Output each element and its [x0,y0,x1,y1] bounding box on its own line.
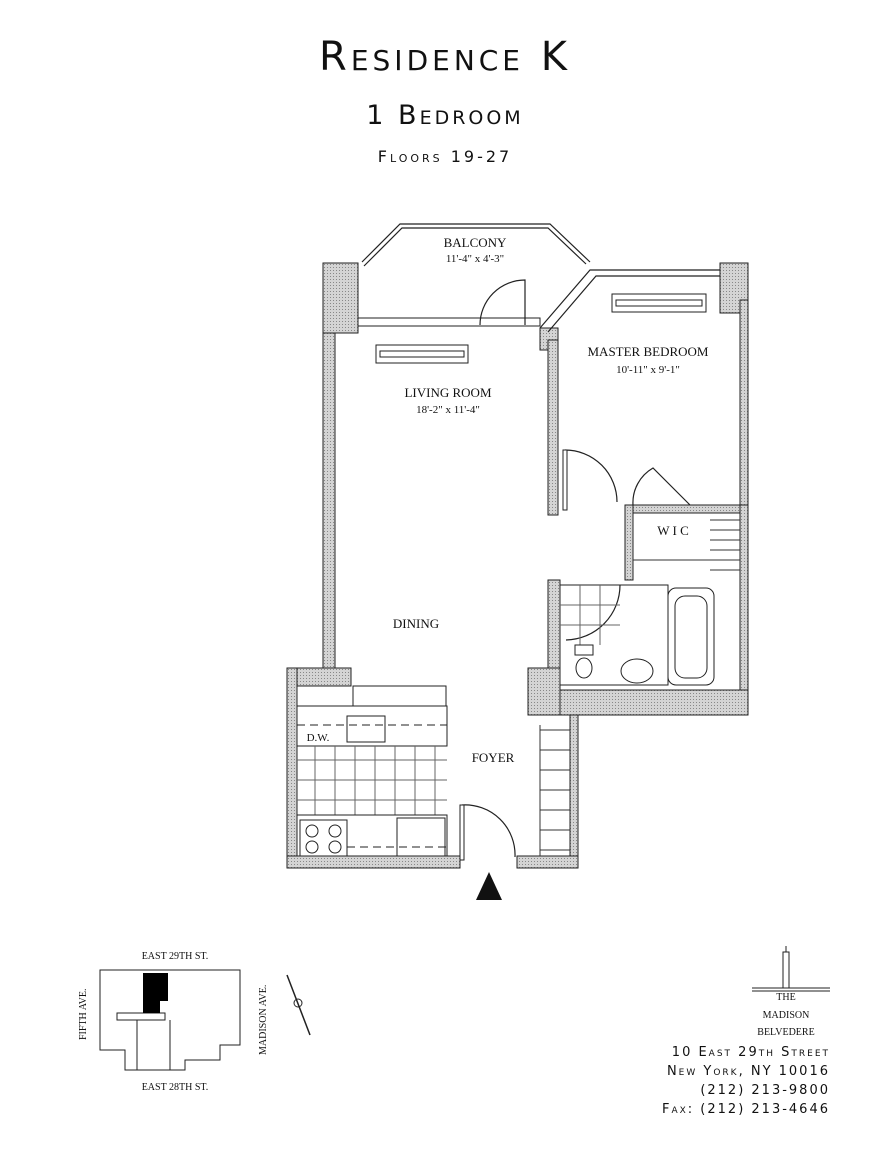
north-street-label: EAST 29TH ST. [142,951,209,962]
master-bedroom-dims: 10'-11" x 9'-1" [616,364,680,376]
wic-door [632,467,691,506]
north-arrow-icon [286,974,311,1036]
bath-door [565,584,621,641]
logo-belvedere: BELVEDERE [757,1027,814,1038]
living-window [375,344,469,364]
dishwasher-label: D.W. [307,732,330,744]
entry-door [461,804,516,858]
foyer-label: FOYER [472,750,515,765]
foyer-closet [539,725,570,856]
address-street: 10 East 29th Street [671,1045,830,1060]
page-title: Residence K [319,34,571,80]
logo-the: THE [776,992,795,1003]
master-bedroom-label: MASTER BEDROOM [588,344,709,359]
east-street-label: MADISON AVE. [258,985,269,1055]
unit-location-marker [143,973,160,1013]
phone-number: (212) 213-9800 [700,1083,830,1098]
fax-number: Fax: (212) 213-4646 [662,1102,830,1117]
balcony-label: BALCONY [444,235,507,250]
dining-label: DINING [393,616,439,631]
floors-label: Floors 19-27 [377,147,513,166]
key-plan: EAST 29TH ST. EAST 28TH ST. FIFTH AVE. M… [78,951,311,1093]
living-room-dims: 18'-2" x 11'-4" [416,404,480,416]
wic-shelving [633,519,740,571]
wic-label: W I C [657,523,689,538]
logo-madison: MADISON [763,1010,810,1021]
living-room-label: LIVING ROOM [404,385,491,400]
address-city: New York, NY 10016 [666,1064,830,1079]
west-street-label: FIFTH AVE. [78,989,89,1041]
balcony-door [479,279,526,326]
unit-type: 1 Bedroom [366,100,524,131]
walls [286,262,749,869]
kitchen [296,685,448,857]
south-street-label: EAST 28TH ST. [142,1082,209,1093]
entry-arrow-icon [476,872,502,900]
bedroom-window [611,293,707,313]
bedroom-door [564,449,618,503]
bathroom [559,584,715,686]
madison-belvedere-logo: THE MADISON BELVEDERE [752,946,830,1038]
balcony-dims: 11'-4" x 4'-3" [446,253,504,265]
